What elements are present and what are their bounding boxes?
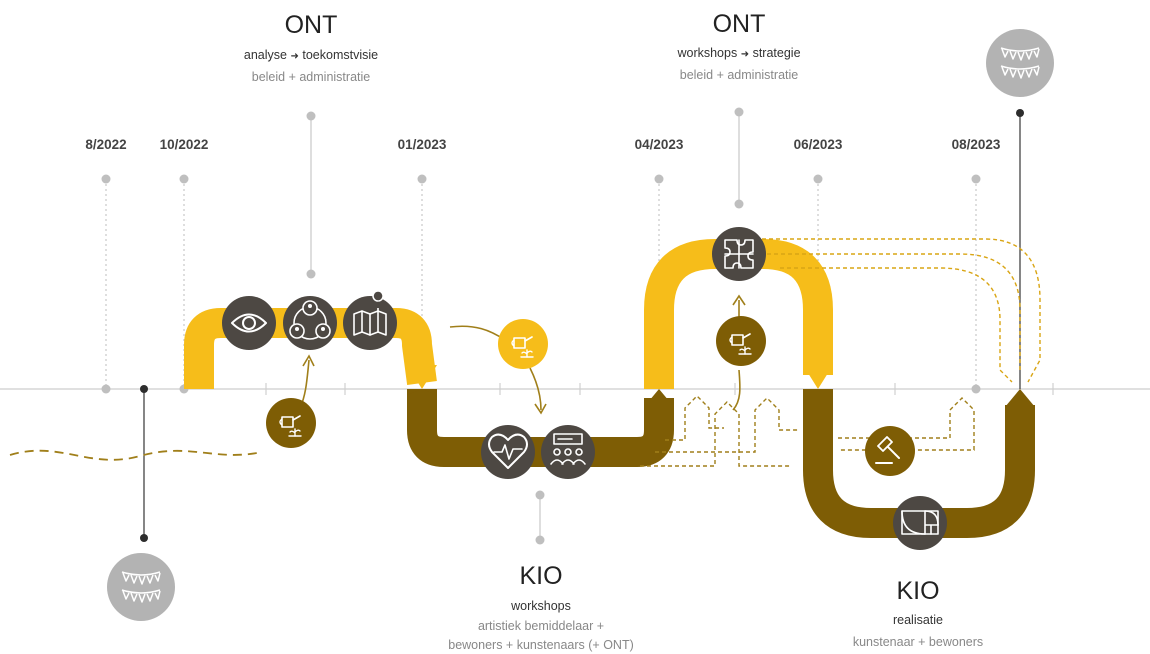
kio-2-line2: kunstenaar + bewoners [853,635,983,649]
gavel-icon [865,426,915,476]
presentation-group-icon [541,425,595,479]
kio-track-workshops [407,389,674,467]
golden-ratio-icon [893,496,947,550]
kio-1-title: KIO [519,562,562,590]
watering-can-plant-icon [266,398,316,448]
date-label: 06/2023 [794,137,843,152]
date-label: 8/2022 [85,137,126,152]
date-label: 01/2023 [398,137,447,152]
ont-2-line1: workshops ➜ strategie [676,46,800,60]
puzzle-icon [712,227,766,281]
date-pins [101,174,981,394]
bunting-flags-icon [107,553,175,621]
ont-2-line2: beleid + administratie [680,68,799,82]
network-people-icon [283,296,337,350]
prep-dashed-path [9,449,263,461]
ont-1-line2: beleid + administratie [252,70,371,84]
callout-pins [306,107,744,545]
axis-ticks [265,383,1054,395]
milestone-lines [140,109,1024,542]
map-pin-icon [343,290,397,350]
dashed-yellow-paths [755,238,1041,383]
kio-1-line3: bewoners + kunstenaars (+ ONT) [448,638,634,652]
eye-icon [222,296,276,350]
kio-2-line1: realisatie [893,613,943,627]
watering-can-plant-icon [716,316,766,366]
date-label: 04/2023 [635,137,684,152]
dashed-brown-paths [640,395,975,467]
ont-1-title: ONT [285,11,338,39]
bunting-flags-icon [986,29,1054,97]
ont-2-title: ONT [713,10,766,38]
callout-lines [310,112,740,540]
kio-1-line1: workshops [510,599,571,613]
watering-can-plant-icon [498,319,548,369]
date-label: 08/2023 [952,137,1001,152]
kio-2-title: KIO [896,577,939,605]
ont-1-line1: analyse ➜ toekomstvisie [244,48,378,62]
heart-pulse-icon [481,425,535,479]
kio-1-line2: artistiek bemiddelaar + [478,619,604,633]
date-label: 10/2022 [160,137,209,152]
